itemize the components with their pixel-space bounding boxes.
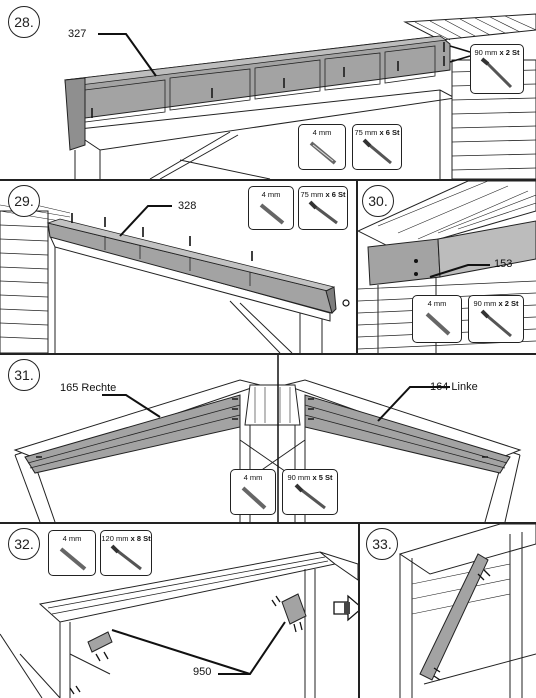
step-29-illustration	[0, 198, 350, 353]
fastener-box-drill: 4 mm	[48, 530, 96, 576]
step-28-panel: 28. 327 90 mm x 2 St 4 mm 75 mm x 6 St	[0, 0, 536, 179]
divider	[356, 181, 358, 353]
step-28-illustration	[64, 13, 536, 179]
fastener-label: 90 mm x 2 St	[474, 48, 520, 57]
step-number-text: 32.	[14, 536, 34, 552]
step-number-30: 30.	[362, 185, 394, 217]
fastener-box-screw: 90 mm x 2 St	[468, 295, 524, 343]
step-number-31: 31.	[8, 359, 40, 391]
step-number-32: 32.	[8, 528, 40, 560]
screw-icon	[294, 483, 326, 510]
part-label-165-rechte: 165 Rechte	[60, 382, 117, 394]
fastener-label: 4 mm	[312, 128, 332, 137]
step-number-33: 33.	[366, 528, 398, 560]
step-number-29: 29.	[8, 185, 40, 217]
fastener-box-screw: 120 mm x 8 St	[100, 530, 152, 576]
drill-bit-icon	[259, 203, 285, 225]
part-label-328: 328	[178, 200, 197, 212]
drill-bit-icon	[425, 312, 451, 336]
fastener-label: 90 mm x 5 St	[287, 473, 333, 482]
step-number-28: 28.	[8, 6, 40, 38]
step-32-panel: 32. 950 4 mm 120 mm x 8 St	[0, 524, 358, 698]
fastener-label: 4 mm	[62, 534, 82, 543]
part-label-153: 153	[494, 258, 513, 270]
divider	[0, 353, 536, 355]
screw-icon	[480, 309, 512, 338]
step-32-illustration	[0, 551, 358, 698]
fastener-label: 4 mm	[261, 190, 281, 199]
part-label-164-linke: 164 Linke	[430, 381, 478, 393]
screw-icon	[110, 544, 142, 571]
step-33-illustration	[398, 524, 536, 698]
fastener-label: 75 mm x 6 St	[354, 128, 400, 137]
step-number-text: 33.	[372, 536, 392, 552]
drill-bit-icon	[59, 547, 87, 571]
fastener-box-screw: 75 mm x 6 St	[352, 124, 402, 170]
fastener-box-drill: 4 mm	[298, 124, 346, 170]
fastener-box-screw: 90 mm x 5 St	[282, 469, 338, 515]
fastener-box-drill: 4 mm	[248, 186, 294, 230]
divider	[358, 524, 360, 698]
part-label-327: 327	[68, 28, 87, 40]
fastener-label: 120 mm x 8 St	[101, 534, 151, 543]
step-31-panel: 31. 165 Rechte 164 Linke 4 mm 90 mm x 5 …	[0, 355, 536, 522]
step-33-panel: 33.	[360, 524, 536, 698]
step-number-text: 30.	[368, 193, 388, 209]
drill-bit-icon	[241, 486, 267, 510]
step-29-panel: 29. 328 4 mm 75 mm x 6 St	[0, 181, 356, 353]
drill-bit-icon	[309, 141, 337, 165]
part-label-950: 950	[193, 666, 212, 678]
screw-icon	[362, 138, 392, 165]
fastener-box-90mm: 90 mm x 2 St	[470, 44, 524, 94]
screw-icon	[480, 57, 513, 89]
screw-icon	[308, 200, 338, 225]
divider	[0, 522, 536, 524]
step-number-text: 31.	[14, 367, 34, 383]
fastener-box-screw: 75 mm x 6 St	[298, 186, 348, 230]
divider	[0, 179, 536, 181]
fastener-label: 75 mm x 6 St	[300, 190, 346, 199]
fastener-box-drill: 4 mm	[230, 469, 276, 515]
fastener-label: 4 mm	[243, 473, 263, 482]
fastener-label: 4 mm	[427, 299, 447, 308]
step-30-panel: 30. 153 4 mm 90 mm x 2 St	[358, 181, 536, 353]
step-30-illustration	[358, 181, 536, 353]
fastener-label: 90 mm x 2 St	[473, 299, 519, 308]
step-number-text: 29.	[14, 193, 34, 209]
fastener-box-drill: 4 mm	[412, 295, 462, 343]
step-number-text: 28.	[14, 14, 34, 30]
